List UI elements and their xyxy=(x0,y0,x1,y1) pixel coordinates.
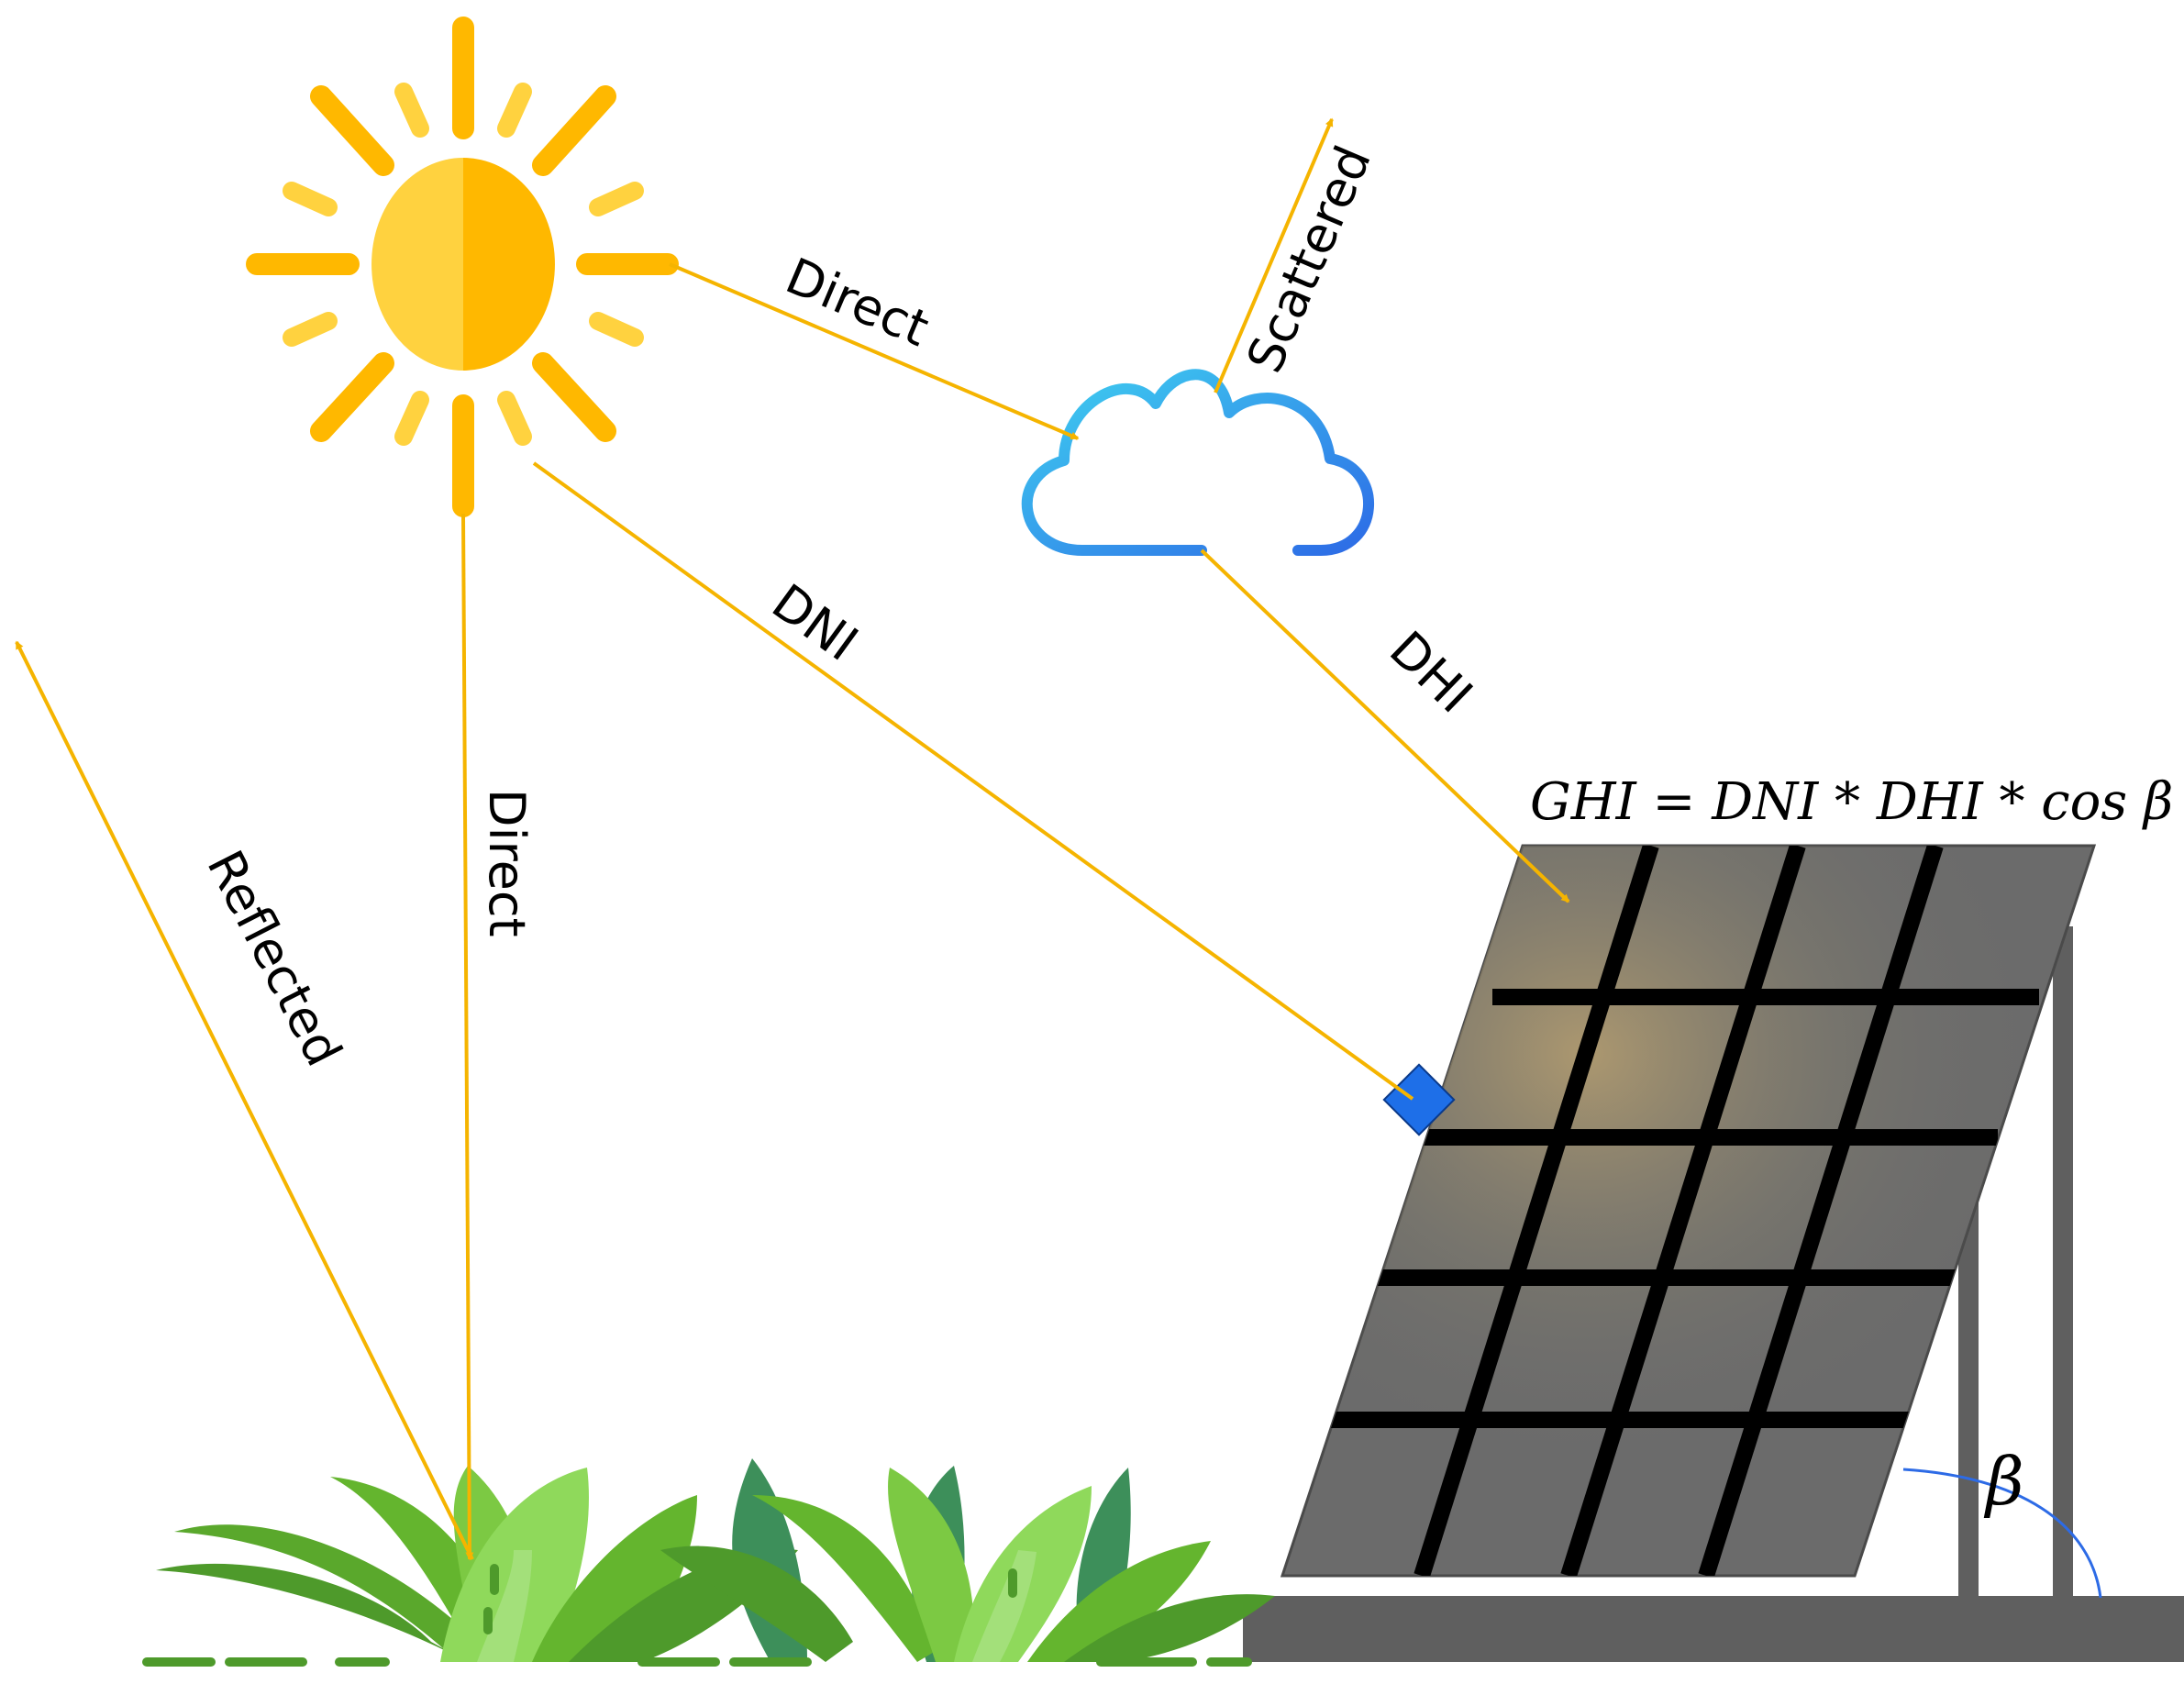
panel-base xyxy=(1243,1596,2184,1662)
ray-dni xyxy=(532,461,1414,1101)
formula-ghi: GHI = DNI * DHI * cos β xyxy=(1530,772,2173,832)
label-direct-to-cloud: Direct xyxy=(778,247,937,358)
ray-scattered xyxy=(1214,117,1334,393)
ray-reflected xyxy=(15,640,474,1560)
solar-panel: β xyxy=(1243,844,2184,1662)
panel-leg-back xyxy=(2053,926,2073,1603)
ray-direct-to-cloud xyxy=(669,262,1080,440)
grass-icon xyxy=(142,1458,1275,1667)
irradiance-rays xyxy=(15,117,1570,1561)
label-reflected: Reflected xyxy=(195,841,352,1075)
label-dhi: DHI xyxy=(1379,620,1483,724)
panel-grid xyxy=(1325,846,2039,1576)
cloud-icon xyxy=(1021,369,1375,556)
ray-direct-vertical xyxy=(461,513,474,1561)
ray-dhi xyxy=(1200,548,1570,903)
label-direct-vertical: Direct xyxy=(478,789,536,937)
sun-icon xyxy=(246,17,679,517)
pyranometer-sensor xyxy=(1382,1063,1456,1136)
label-dni: DNI xyxy=(761,573,868,673)
tilt-angle-label: β xyxy=(1983,1443,2024,1520)
tilt-angle-arc xyxy=(1902,1468,2102,1599)
